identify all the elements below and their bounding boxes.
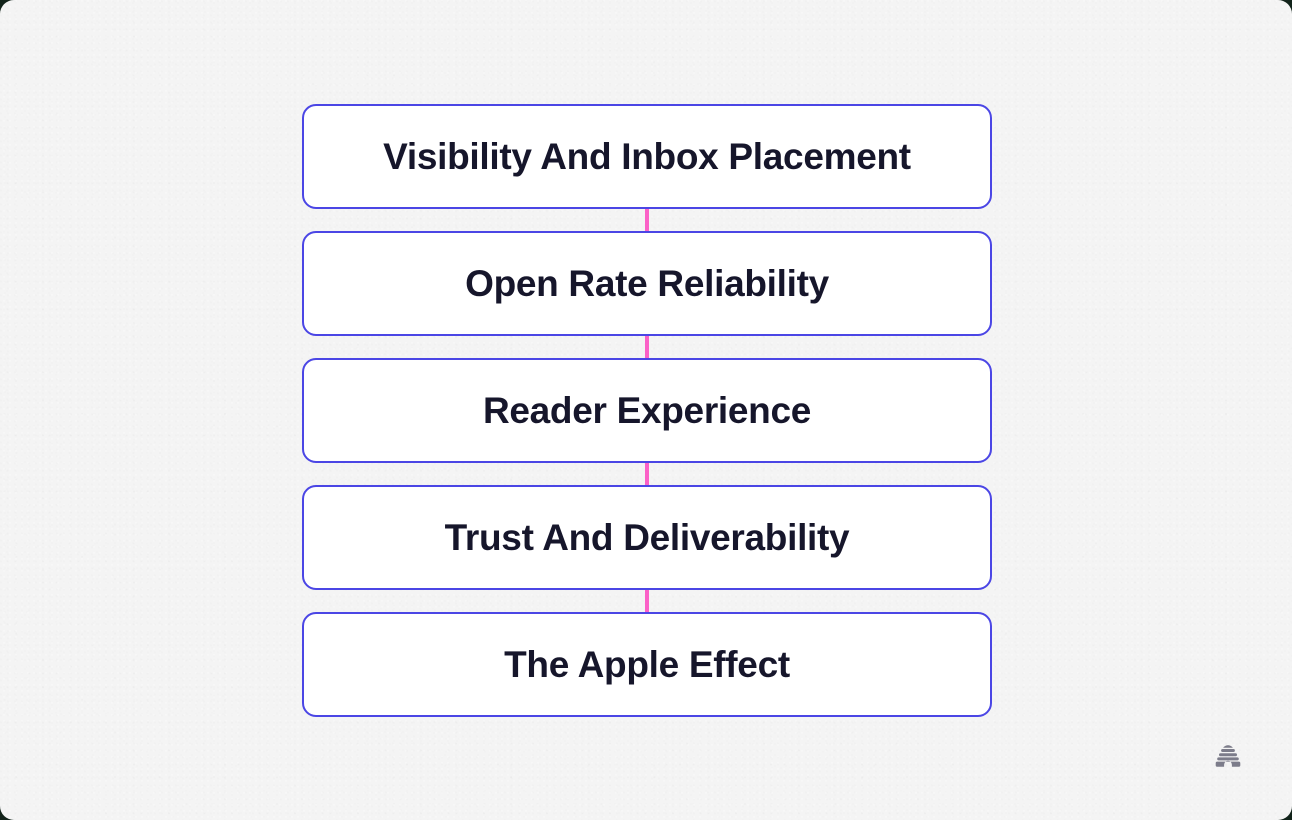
flow-connector-4 — [302, 587, 992, 615]
beehive-icon — [1212, 740, 1244, 772]
flow-node-5[interactable]: The Apple Effect — [302, 612, 992, 717]
flow-node-2[interactable]: Open Rate Reliability — [302, 231, 992, 336]
connector-line-icon — [645, 206, 649, 234]
flow-node-4[interactable]: Trust And Deliverability — [302, 485, 992, 590]
flow-node-label: Trust And Deliverability — [444, 517, 850, 558]
flow-connector-3 — [302, 460, 992, 488]
flow-node-label: Visibility And Inbox Placement — [383, 136, 911, 177]
flow-node-label: Open Rate Reliability — [465, 263, 829, 304]
flowchart: Visibility And Inbox Placement Open Rate… — [302, 104, 992, 717]
flow-node-3[interactable]: Reader Experience — [302, 358, 992, 463]
flow-connector-2 — [302, 333, 992, 361]
connector-line-icon — [645, 587, 649, 615]
flow-node-label: The Apple Effect — [504, 644, 790, 685]
flow-node-1[interactable]: Visibility And Inbox Placement — [302, 104, 992, 209]
connector-line-icon — [645, 333, 649, 361]
flow-connector-1 — [302, 206, 992, 234]
flow-node-label: Reader Experience — [482, 390, 812, 431]
connector-line-icon — [645, 460, 649, 488]
